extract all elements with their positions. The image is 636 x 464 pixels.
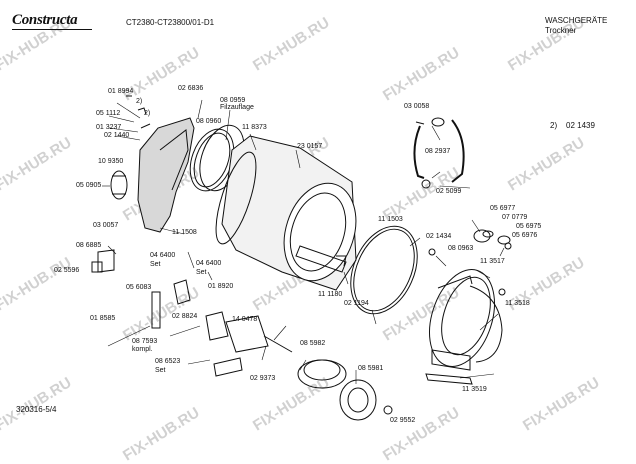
part-label: 08 6885: [76, 242, 102, 249]
part-label: Filzauflage: [220, 104, 254, 111]
part-label: 05 6977: [490, 205, 516, 212]
part-label: 11 1503: [378, 216, 403, 223]
part-label: 04 6400: [196, 260, 222, 267]
part-label: Set: [155, 367, 166, 374]
part-label: 11 1508: [172, 229, 197, 236]
exploded-parts-diagram: FIX-HUB.RU FIX-HUB.RU FIX-HUB.RU FIX-HUB…: [0, 12, 608, 464]
part-label: 02 5099: [436, 188, 462, 195]
subcategory-label: Trockner: [545, 26, 577, 35]
relay: [151, 291, 161, 329]
part-label: 04 6400: [150, 252, 176, 259]
category-label: WASCHGERÄTE: [545, 16, 608, 25]
part-label: 02 8824: [172, 313, 198, 320]
part-label: 11 1180: [318, 291, 343, 298]
part-label: 05 0905: [76, 182, 102, 189]
sensor-part: [473, 229, 491, 243]
door-seal: [425, 373, 473, 385]
part-label: 02 5596: [54, 267, 80, 274]
part-label: Set: [196, 269, 207, 276]
part-label: 2): [144, 110, 151, 117]
part-label: 01 8585: [90, 315, 116, 322]
part-label: 08 0959: [220, 97, 246, 104]
front-panel-ring: [429, 269, 495, 367]
footer-code: 320316-5/4: [16, 405, 57, 414]
part-label: 02 1440: [104, 132, 130, 139]
part-label: 2): [136, 98, 143, 105]
part-label: 08 2937: [425, 148, 451, 155]
thermostat: [205, 311, 229, 341]
rear-panel-shape: [137, 117, 195, 233]
drum-rear-flange: [215, 151, 257, 245]
brand-underline: [12, 29, 92, 30]
part-label: 02 6836: [178, 85, 204, 92]
part-label: 10 9350: [98, 158, 124, 165]
part-label: 03 0057: [93, 222, 119, 229]
model-number: CT2380-CT23800/01-D1: [126, 18, 215, 27]
part-label: 11 3519: [462, 386, 487, 393]
part-label: Set: [150, 261, 161, 268]
note-prefix: 2): [550, 121, 558, 130]
part-label: 08 5982: [300, 340, 326, 347]
part-label: 05 6976: [512, 232, 538, 239]
part-label: 23 0157: [297, 143, 323, 150]
part-label: 08 7593: [132, 338, 158, 345]
part-label: 07 0779: [502, 214, 528, 221]
part-label: 08 0963: [448, 245, 474, 252]
part-label: 01 3237: [96, 124, 122, 131]
part-label: 05 6083: [126, 284, 152, 291]
part-label: 02 9373: [250, 375, 276, 382]
drive-belt: [350, 225, 418, 315]
drive-wheel: [339, 379, 377, 421]
part-label: 08 0960: [196, 118, 222, 125]
part-label: 08 5981: [358, 365, 384, 372]
part-label: 02 1434: [426, 233, 452, 240]
brand-logo: Constructa: [12, 12, 78, 28]
part-label: 14 0478: [232, 316, 258, 323]
part-label: 11 8373: [242, 124, 267, 131]
part-label: 05 1112: [96, 110, 121, 117]
part-label: 02 9552: [390, 417, 416, 424]
motor-pulley: [110, 170, 128, 200]
leader-lines: [102, 99, 505, 384]
front-door: [469, 285, 503, 363]
part-label: 08 6523: [155, 358, 181, 365]
note-part-number: 02 1439: [566, 121, 595, 130]
part-label: kompl.: [132, 346, 153, 353]
part-label: 11 3517: [480, 258, 505, 265]
part-label: 01 8920: [208, 283, 234, 290]
parts-drawing: [91, 95, 512, 421]
part-label: 11 3518: [505, 300, 530, 307]
part-label: 03 0058: [404, 103, 430, 110]
switch-block: [97, 249, 115, 273]
part-label: 01 8994: [108, 88, 134, 95]
lever-arm: [413, 125, 425, 179]
part-label: 05 6975: [516, 223, 542, 230]
part-label: 02 1194: [344, 300, 369, 307]
